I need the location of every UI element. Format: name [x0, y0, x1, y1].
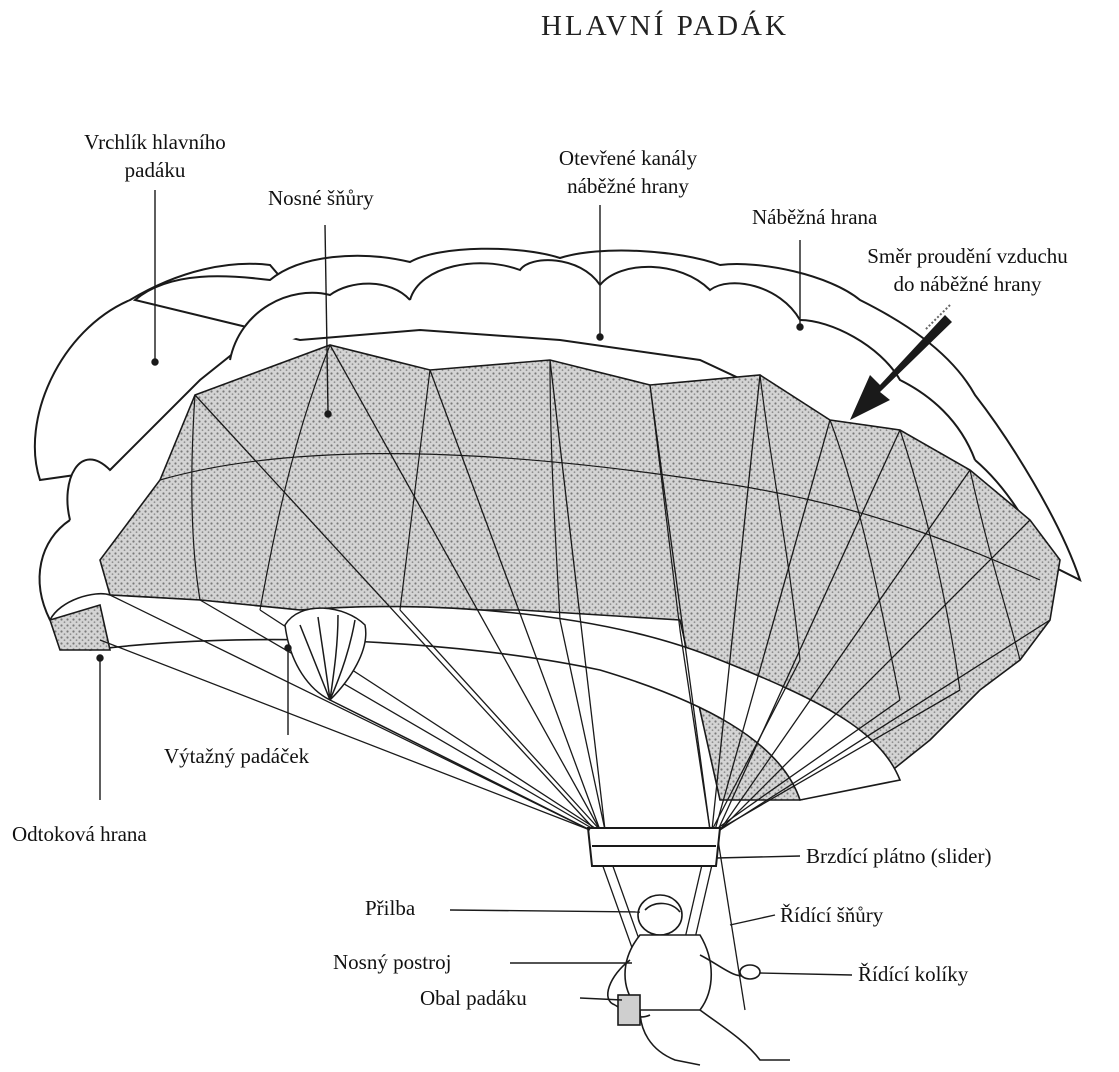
label-slider: Brzdící plátno (slider) — [806, 842, 991, 870]
label-helmet: Přilba — [365, 894, 415, 922]
label-open-cells-line-1: Otevřené kanály — [508, 144, 748, 172]
label-airflow-line-1: Směr proudění vzduchu — [825, 242, 1110, 270]
label-airflow-line-2: do náběžné hrany — [825, 270, 1110, 298]
label-open-cells: Otevřené kanály náběžné hrany — [508, 144, 748, 200]
diagram-title: HLAVNÍ PADÁK — [500, 10, 830, 43]
label-crown: Vrchlík hlavního padáku — [30, 128, 280, 184]
label-crown-line-2: padáku — [30, 156, 280, 184]
label-trailing-edge: Odtoková hrana — [12, 820, 147, 848]
label-steering-lines: Řídící šňůry — [780, 901, 883, 929]
label-container: Obal padáku — [420, 984, 527, 1012]
label-open-cells-line-2: náběžné hrany — [508, 172, 748, 200]
label-harness: Nosný postroj — [333, 948, 451, 976]
label-pilot-chute: Výtažný padáček — [164, 742, 309, 770]
label-leading-edge: Náběžná hrana — [752, 203, 877, 231]
label-toggles: Řídící kolíky — [858, 960, 968, 988]
label-suspension-lines: Nosné šňůry — [268, 184, 374, 212]
label-crown-line-1: Vrchlík hlavního — [30, 128, 280, 156]
slider — [588, 828, 720, 866]
label-airflow: Směr proudění vzduchu do náběžné hrany — [825, 242, 1110, 298]
